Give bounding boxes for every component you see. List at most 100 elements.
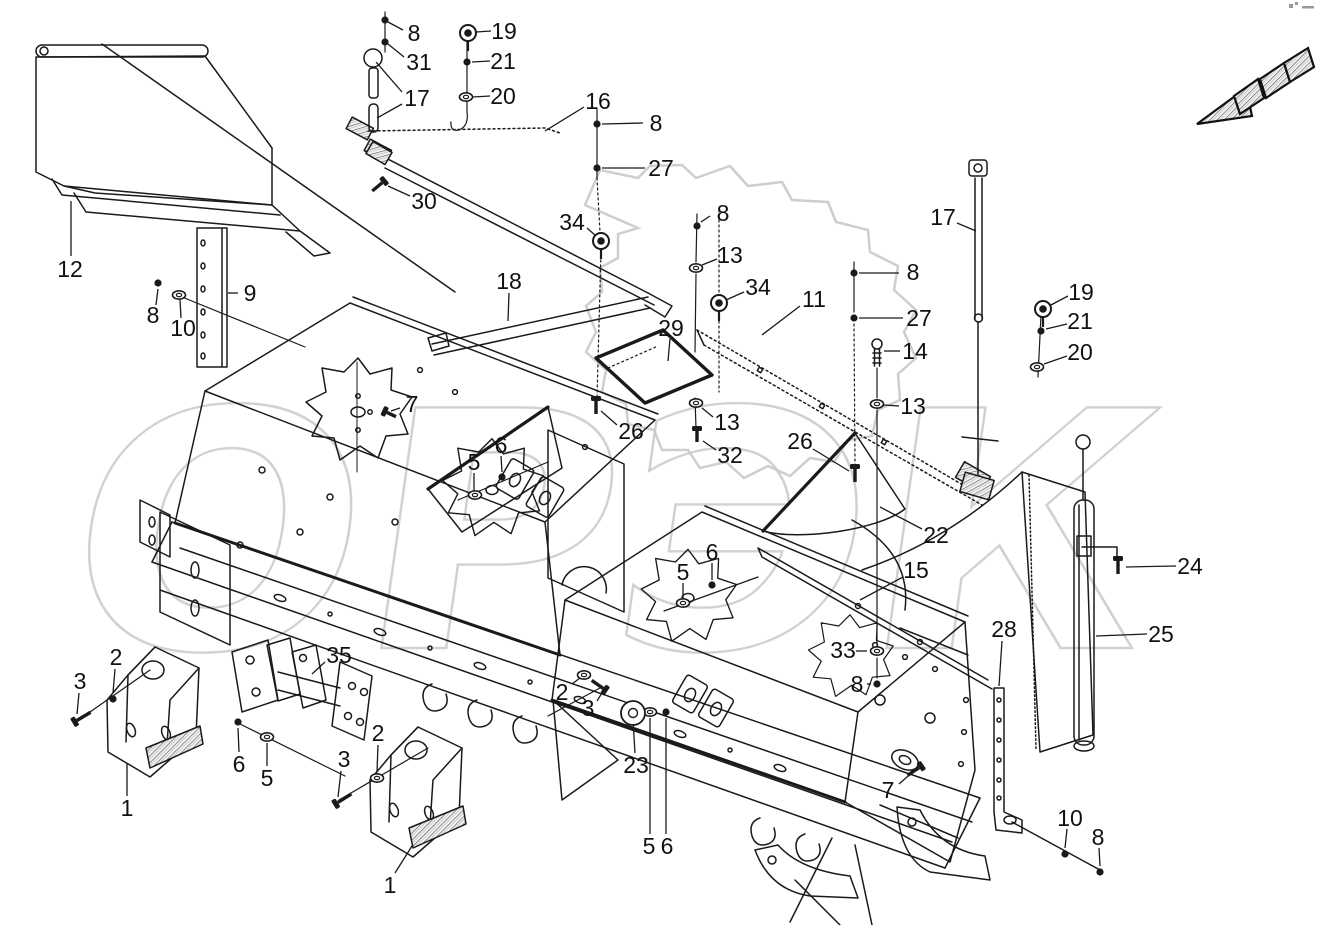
part-number-label: 31 (406, 49, 432, 75)
callout-29: 29 (658, 315, 684, 362)
part-number-label: 3 (582, 695, 595, 721)
part-number-label: 6 (495, 432, 508, 458)
part-number-label: 28 (991, 616, 1017, 642)
callout-19: 19 (1048, 279, 1094, 307)
callout-5: 5 (677, 559, 689, 598)
callout-34: 34 (559, 209, 597, 237)
callout-10: 10 (170, 299, 196, 341)
callout-14: 14 (884, 338, 928, 364)
callout-3: 3 (582, 692, 603, 721)
part-number-label: 8 (1092, 824, 1105, 850)
callout-20: 20 (472, 83, 516, 109)
dot-fastener-icon (381, 16, 389, 24)
bigwasher-fastener-icon (620, 700, 646, 726)
dot-fastener-icon (154, 279, 162, 287)
callout-28: 28 (991, 616, 1017, 687)
dot-fastener-icon (498, 473, 506, 481)
callout-11: 11 (761, 286, 826, 336)
deflector-plate-29 (594, 328, 714, 405)
dot-fastener-icon (1037, 327, 1045, 335)
callout-19: 19 (475, 18, 517, 44)
callout-26: 26 (787, 428, 850, 472)
dot-fastener-icon (381, 38, 389, 46)
part-number-label: 5 (261, 765, 274, 791)
watermark: ОРЭК (45, 163, 1181, 728)
direction-arrow-icon (1196, 46, 1316, 126)
part-number-label: 2 (372, 720, 385, 746)
callout-33: 33 (830, 637, 867, 663)
callout-34: 34 (725, 274, 771, 301)
callout-16: 16 (544, 88, 611, 132)
washer-fastener-icon (576, 670, 592, 680)
part-number-label: 27 (648, 155, 674, 181)
ring-fastener-icon (459, 24, 477, 51)
anchor-strip-28 (993, 687, 1101, 871)
callout-21: 21 (1045, 308, 1093, 334)
part-number-label: 26 (618, 418, 644, 444)
dot-fastener-icon (463, 58, 471, 66)
callout-17: 17 (930, 204, 977, 232)
washer-fastener-icon (869, 399, 885, 409)
part-number-label: 8 (650, 110, 663, 136)
part-number-label: 21 (1067, 308, 1093, 334)
callout-20: 20 (1043, 339, 1093, 365)
support-bar-18 (427, 296, 651, 356)
callout-5: 5 (643, 718, 655, 859)
washer-fastener-icon (869, 646, 885, 656)
callout-6: 6 (233, 727, 245, 777)
part-number-label: 30 (411, 188, 437, 214)
screw-fastener-icon (371, 176, 389, 193)
dot-fastener-icon (873, 680, 881, 688)
part-number-label: 17 (930, 204, 956, 230)
callout-8: 8 (859, 259, 919, 285)
shoulder-bolt-14 (871, 338, 883, 367)
dot-fastener-icon (850, 314, 858, 322)
part-number-label: 13 (714, 409, 740, 435)
callout-21: 21 (471, 48, 516, 74)
part-number-label: 9 (244, 280, 257, 306)
dot-fastener-icon (1096, 868, 1104, 876)
screw-fastener-icon (590, 679, 610, 695)
callout-13: 13 (701, 407, 740, 435)
screw-fastener-icon (850, 464, 860, 482)
dot-fastener-icon (593, 164, 601, 172)
washer-fastener-icon (458, 92, 474, 102)
callout-26: 26 (600, 410, 644, 444)
fastener-layer (70, 16, 1123, 876)
callout-27: 27 (859, 305, 932, 331)
dot-fastener-icon (708, 581, 716, 589)
callout-8: 8 (147, 288, 160, 328)
part-number-label: 35 (326, 642, 352, 668)
callout-2: 2 (372, 720, 385, 773)
frame-rail (151, 521, 981, 869)
ring-fastener-icon (1034, 300, 1052, 327)
part-number-label: 8 (408, 20, 421, 46)
washer-fastener-icon (688, 398, 704, 408)
callout-5: 5 (261, 743, 274, 791)
screw-fastener-icon (692, 426, 702, 442)
support-bar-16 (365, 127, 673, 318)
washer-fastener-icon (259, 732, 275, 742)
ring-fastener-icon (710, 294, 728, 321)
screw-fastener-icon (331, 792, 353, 809)
part-number-label: 19 (491, 18, 517, 44)
part-number-label: 17 (404, 85, 430, 111)
callout-13: 13 (883, 393, 926, 419)
part-number-label: 19 (1068, 279, 1094, 305)
callout-6: 6 (706, 539, 718, 580)
callout-7: 7 (390, 391, 419, 417)
ring-fastener-icon (592, 232, 610, 259)
callout-12: 12 (57, 201, 83, 282)
dot-fastener-icon (1061, 850, 1069, 858)
part-number-label: 13 (900, 393, 926, 419)
part-number-label: 27 (906, 305, 932, 331)
part-number-label: 8 (147, 302, 160, 328)
part-number-label: 8 (717, 200, 730, 226)
callout-6: 6 (661, 718, 673, 859)
part-number-label: 7 (406, 391, 419, 417)
callout-6: 6 (495, 432, 508, 473)
washer-fastener-icon (1029, 362, 1045, 372)
callout-3: 3 (74, 668, 86, 715)
mount-bracket-1-right (369, 726, 467, 858)
